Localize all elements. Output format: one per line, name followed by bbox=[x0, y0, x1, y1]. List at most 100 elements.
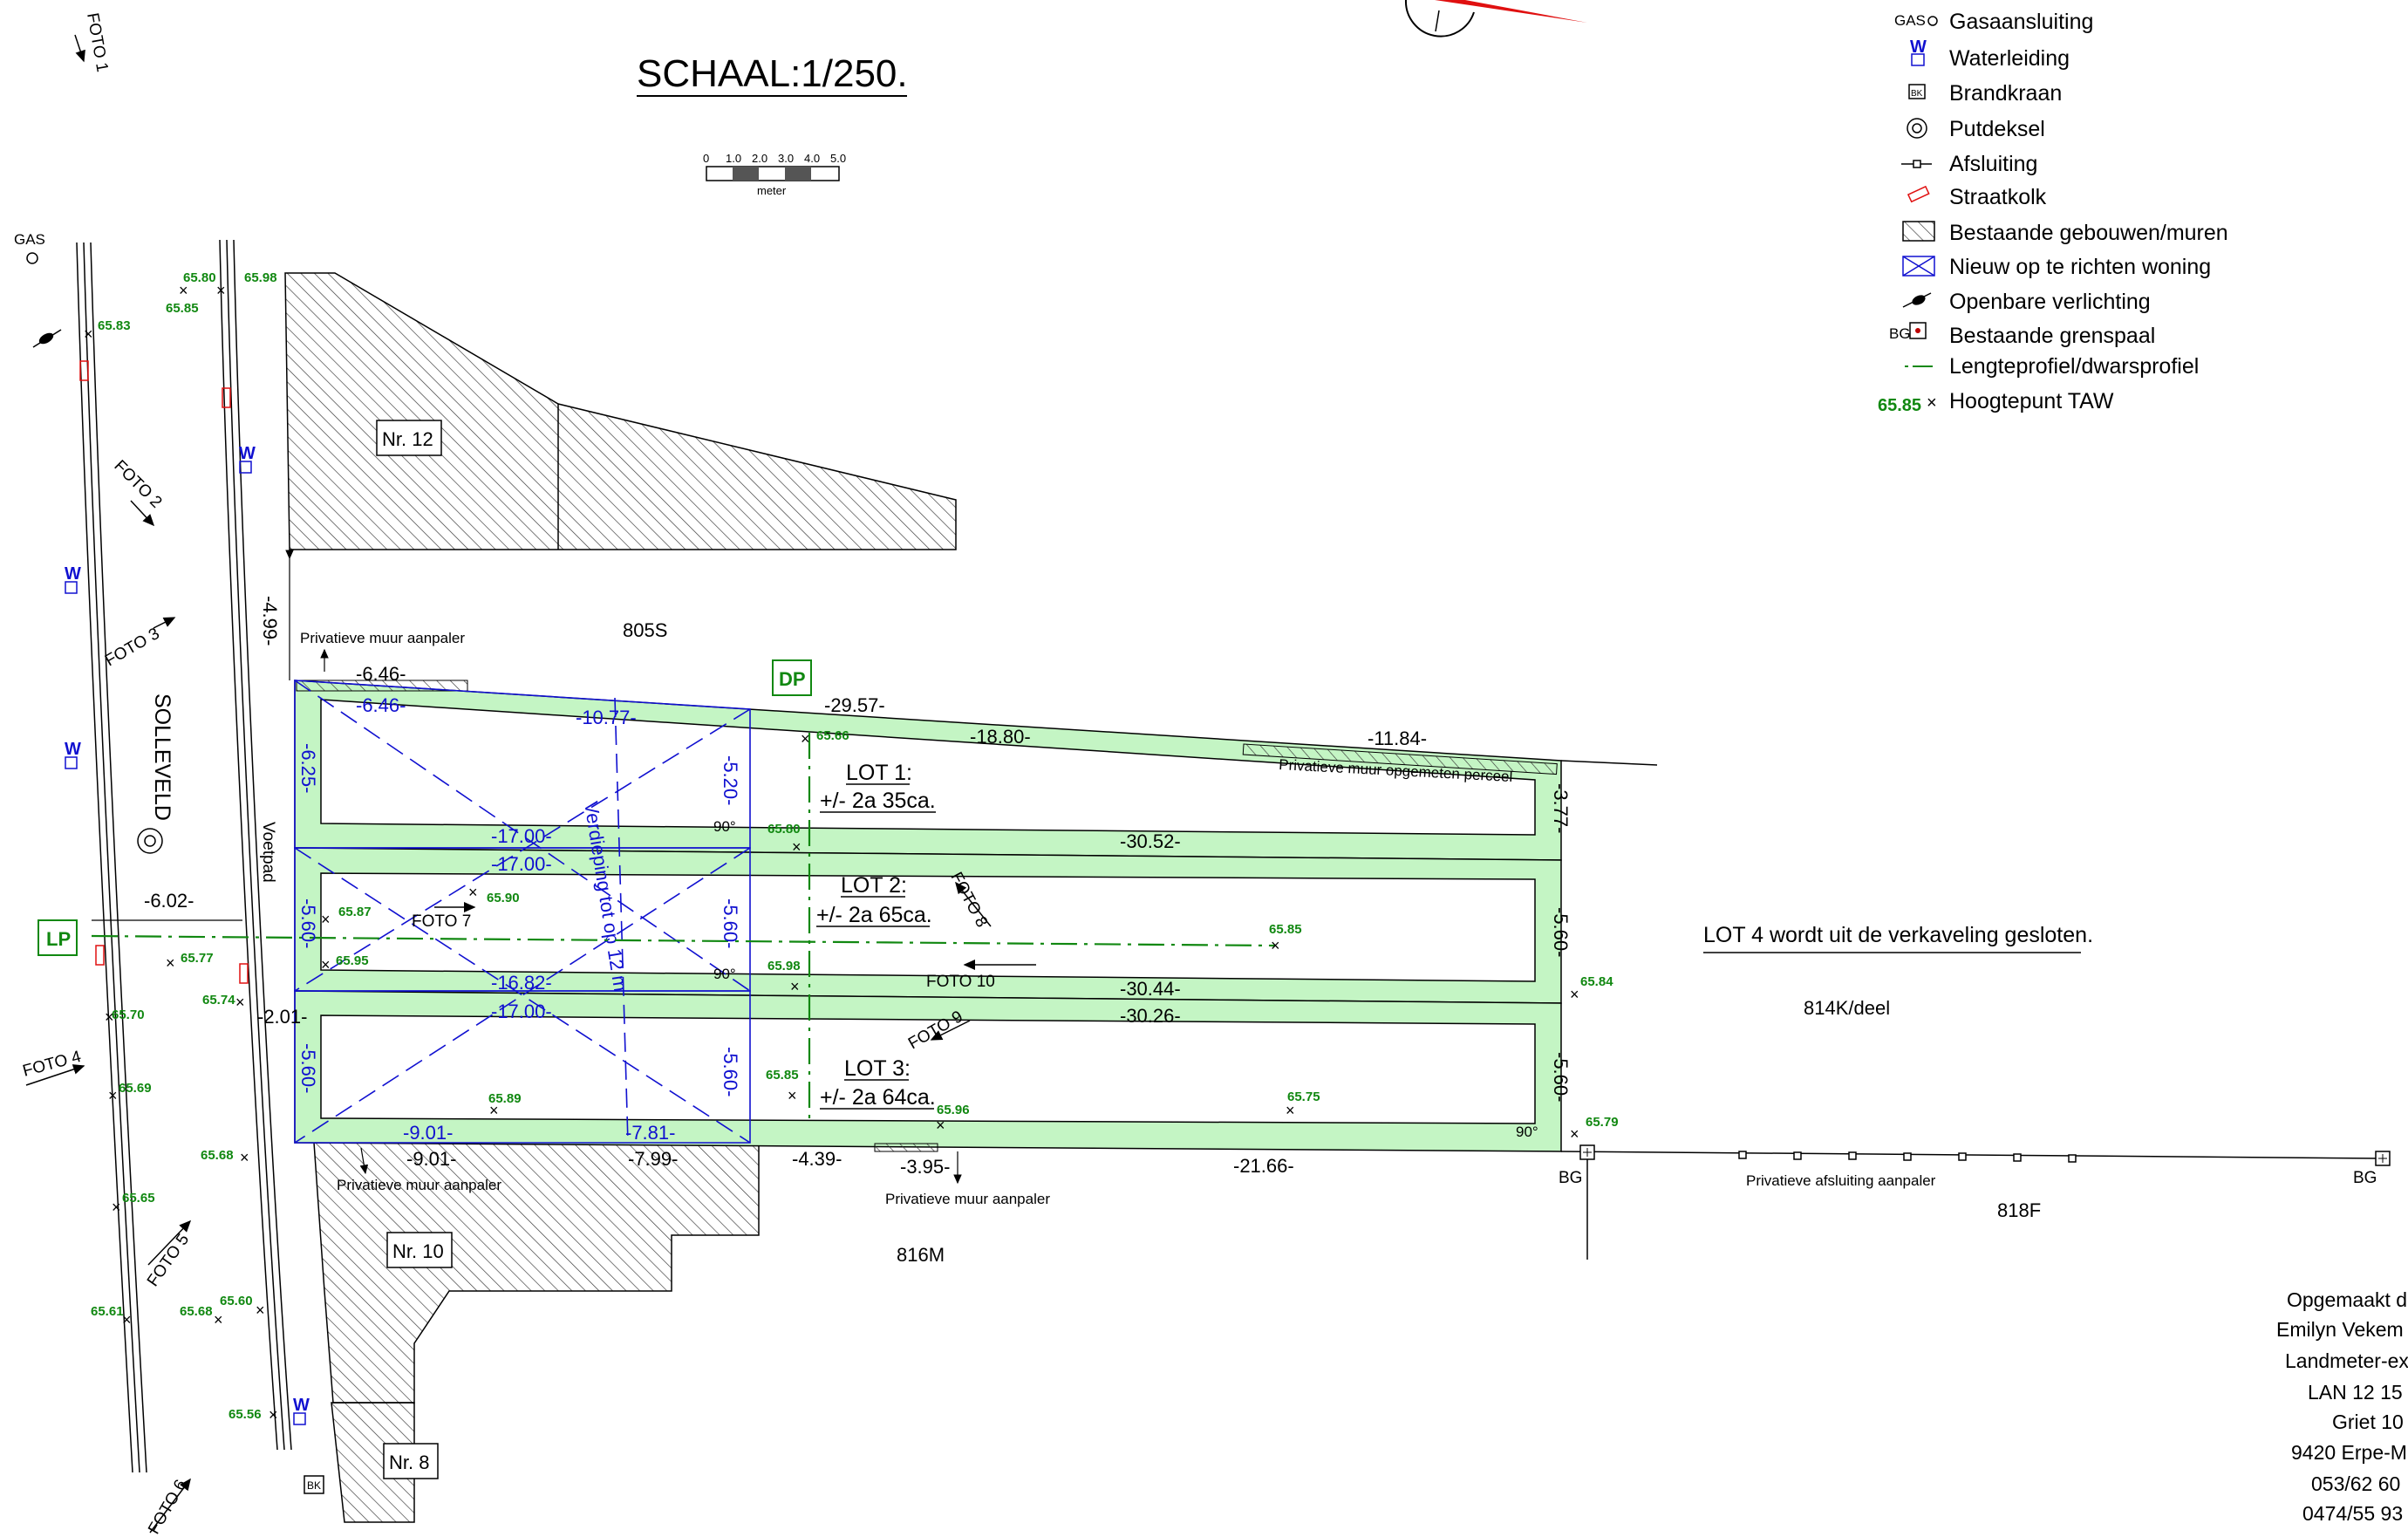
lot-2-area: +/- 2a 65ca. bbox=[816, 903, 932, 927]
lp-marker: LP bbox=[46, 928, 71, 950]
lot-3-area: +/- 2a 64ca. bbox=[820, 1085, 936, 1110]
height-point-icon: 65.85 × bbox=[1878, 393, 1937, 415]
right-angle-3: 90° bbox=[1516, 1124, 1538, 1140]
street-light-icon bbox=[32, 329, 62, 348]
svg-text:65.98: 65.98 bbox=[244, 270, 277, 285]
signature-line-7: 053/62 60 bbox=[2311, 1472, 2400, 1495]
svg-text:×: × bbox=[468, 884, 478, 901]
height-point: 65.95× bbox=[321, 953, 369, 973]
signature-line-3: Landmeter-ex bbox=[2285, 1349, 2408, 1372]
dim-560-black-b: -5.60- bbox=[1550, 1052, 1572, 1102]
height-point: 65.61× bbox=[91, 1304, 132, 1329]
signature-line-8: 0474/55 93 bbox=[2302, 1502, 2403, 1525]
foto-5: FOTO 5 bbox=[144, 1231, 193, 1290]
dim-377: -3.77- bbox=[1550, 783, 1572, 833]
signature-line-2: Emilyn Vekem bbox=[2276, 1318, 2404, 1341]
plan-title: SCHAAL:1/250. bbox=[637, 52, 908, 95]
svg-text:W: W bbox=[1910, 38, 1927, 57]
height-point: 65.98× bbox=[216, 270, 277, 299]
note-muur-bottom-left: Privatieve muur aanpaler bbox=[337, 1177, 501, 1193]
house-label-nr12: Nr. 12 bbox=[382, 428, 433, 450]
signature-line-5: Griet 10 bbox=[2332, 1411, 2404, 1433]
dim-781: -7.81- bbox=[625, 1122, 675, 1144]
legend-label-valve: Afsluiting bbox=[1949, 152, 2037, 176]
note-muur-bottom-left-arrow bbox=[359, 1147, 369, 1175]
bg-label-left: BG bbox=[1559, 1169, 1582, 1187]
svg-text:65.95: 65.95 bbox=[336, 953, 369, 968]
height-point: 65.69× bbox=[108, 1081, 152, 1104]
svg-text:×: × bbox=[235, 994, 245, 1011]
svg-text:65.80: 65.80 bbox=[183, 270, 216, 285]
svg-text:65.83: 65.83 bbox=[98, 318, 131, 333]
svg-text:65.87: 65.87 bbox=[338, 905, 372, 919]
manhole-cover-icon bbox=[137, 828, 163, 854]
parcel-818f: 818F bbox=[1997, 1199, 2041, 1221]
lot-1-area: +/- 2a 35ca. bbox=[820, 789, 936, 813]
footpath-label: Voetpad bbox=[259, 822, 277, 883]
svg-text:×: × bbox=[321, 911, 331, 928]
svg-text:65.68: 65.68 bbox=[201, 1148, 234, 1163]
property-boundary-top bbox=[1560, 760, 1658, 766]
street-lines bbox=[76, 239, 292, 1473]
manhole-cover-icon bbox=[1907, 118, 1927, 139]
boundary-post-icon: BG bbox=[1889, 322, 1927, 342]
svg-text:W: W bbox=[293, 1396, 310, 1415]
building-nr12 bbox=[284, 272, 957, 550]
dim-1700-b: -17.00- bbox=[491, 853, 552, 875]
svg-text:65.89: 65.89 bbox=[488, 1091, 522, 1106]
svg-text:×: × bbox=[166, 954, 175, 972]
svg-text:×: × bbox=[108, 1087, 118, 1104]
boundary-post-left bbox=[1579, 1144, 1595, 1160]
wall-hatch-bottom-mid bbox=[874, 1143, 938, 1152]
length-profile-line bbox=[91, 934, 1276, 947]
dim-1077: -10.77- bbox=[576, 707, 637, 728]
svg-text:×: × bbox=[1286, 1102, 1295, 1119]
foto-1: FOTO 1 bbox=[83, 11, 112, 73]
building-nr8 bbox=[331, 1402, 415, 1523]
foto-10: FOTO 10 bbox=[926, 973, 995, 991]
dim-646-black: -6.46- bbox=[356, 663, 406, 685]
svg-text:65.75: 65.75 bbox=[1287, 1090, 1320, 1104]
legend-label-water: Waterleiding bbox=[1949, 46, 2070, 71]
parcel-805s: 805S bbox=[623, 619, 667, 641]
svg-text:65.80: 65.80 bbox=[767, 822, 801, 837]
svg-text:×: × bbox=[269, 1406, 278, 1424]
height-point: 65.66× bbox=[801, 728, 849, 748]
legend-label-hydrant: Brandkraan bbox=[1949, 81, 2062, 106]
lot-3 bbox=[294, 990, 1562, 1152]
parcel-814k: 814K/deel bbox=[1804, 997, 1890, 1019]
dim-1700-c: -17.00- bbox=[491, 1001, 552, 1022]
gas-connection-icon: GAS bbox=[1894, 12, 1938, 29]
dim-560-blue-c: -5.60- bbox=[297, 1043, 319, 1093]
height-point: 65.70× bbox=[105, 1008, 145, 1026]
building-nr10 bbox=[313, 1142, 760, 1404]
legend-label-profile: Lengteprofiel/dwarsprofiel bbox=[1949, 354, 2199, 379]
photo-arrows bbox=[25, 34, 1036, 1534]
svg-text:65.69: 65.69 bbox=[119, 1081, 152, 1096]
legend-label-boundary: Bestaande grenspaal bbox=[1949, 324, 2155, 348]
street-drain-icon bbox=[79, 360, 249, 984]
dim-395: -3.95- bbox=[900, 1156, 950, 1178]
north-arrow-icon bbox=[1404, 0, 1587, 38]
dp-marker: DP bbox=[779, 668, 806, 690]
lot-3-name: LOT 3: bbox=[844, 1056, 911, 1081]
legend-label-manhole: Putdeksel bbox=[1949, 117, 2045, 141]
water-pipe-icon: W W W W bbox=[65, 444, 310, 1425]
gas-label: GAS bbox=[14, 231, 45, 248]
svg-text:65.96: 65.96 bbox=[937, 1103, 970, 1117]
parcel-816m: 816M bbox=[897, 1244, 945, 1266]
water-pipe-icon: W bbox=[1910, 38, 1927, 66]
dim-1184: -11.84- bbox=[1368, 728, 1427, 749]
scale-tick-4: 4.0 bbox=[804, 152, 820, 165]
scale-tick-2: 2.0 bbox=[752, 152, 767, 165]
lot-2 bbox=[294, 847, 1562, 1004]
svg-text:65.66: 65.66 bbox=[816, 728, 849, 743]
svg-text:×: × bbox=[84, 325, 93, 343]
svg-text:×: × bbox=[112, 1199, 121, 1216]
height-point: 65.56× bbox=[229, 1406, 278, 1424]
wall-hatch-opgemeten bbox=[1242, 743, 1558, 775]
street-drain-icon bbox=[1907, 185, 1930, 203]
svg-text:×: × bbox=[1927, 393, 1937, 413]
dim-2166: -21.66- bbox=[1233, 1155, 1294, 1177]
